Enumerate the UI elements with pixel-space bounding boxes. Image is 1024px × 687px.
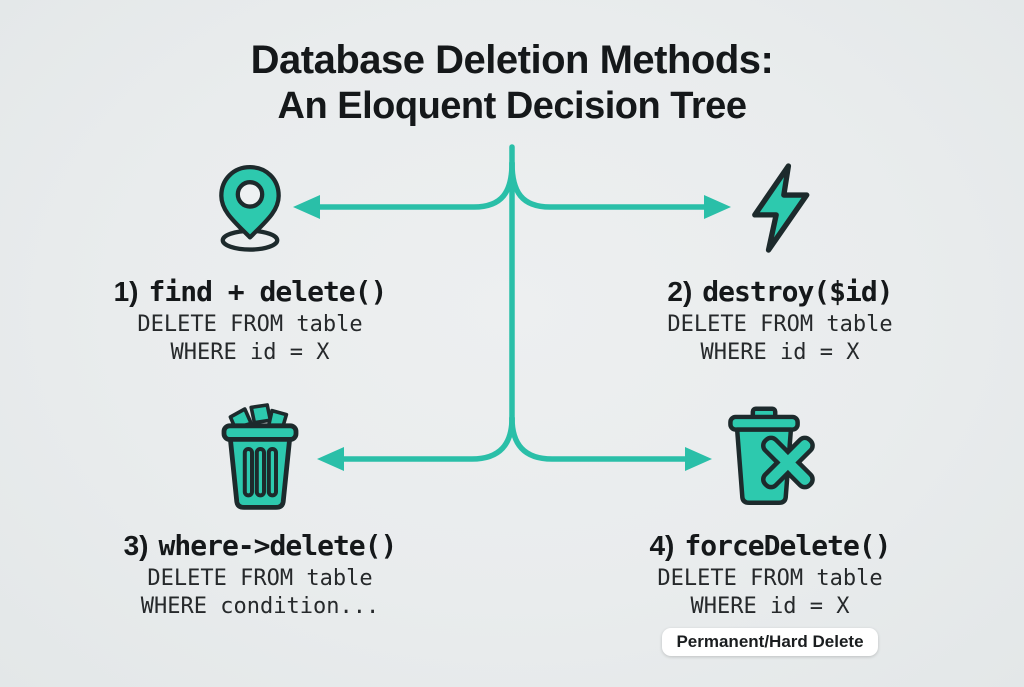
- method-2-sql-line2: WHERE id = X: [700, 340, 860, 366]
- full-trash-icon: [208, 396, 312, 523]
- method-4-sql-line2: WHERE id = X: [690, 594, 850, 620]
- arrowhead-top-right: [704, 195, 731, 219]
- method-where-delete: 3) where->delete() DELETE FROM table WHER…: [45, 396, 475, 622]
- lightning-bolt-icon: [738, 152, 822, 269]
- permanent-delete-badge: Permanent/Hard Delete: [662, 627, 878, 656]
- branch-top-right: [509, 160, 707, 210]
- method-2-heading: 2) destroy($id): [667, 273, 893, 311]
- method-4-name: forceDelete(): [684, 529, 891, 562]
- page-title: Database Deletion Methods: An Eloquent D…: [0, 36, 1024, 130]
- method-3-heading: 3) where->delete(): [123, 527, 398, 565]
- method-2-name: destroy($id): [702, 275, 893, 308]
- method-destroy: 2) destroy($id) DELETE FROM table WHERE i…: [565, 152, 995, 368]
- method-2-sql-line1: DELETE FROM table: [667, 311, 893, 337]
- method-force-delete: 4) forceDelete() DELETE FROM table WHERE …: [555, 398, 985, 656]
- method-3-number: 3): [123, 530, 149, 561]
- arrowhead-top-left: [293, 195, 320, 219]
- trash-x-icon: [714, 398, 826, 523]
- method-3-name: where->delete(): [158, 529, 398, 562]
- method-1-sql-line1: DELETE FROM table: [137, 311, 363, 337]
- method-1-sql-line2: WHERE id = X: [170, 340, 330, 366]
- method-2-number: 2): [667, 276, 693, 307]
- method-1-heading: 1) find + delete(): [113, 273, 388, 311]
- method-4-sql-line1: DELETE FROM table: [657, 565, 883, 591]
- method-4-heading: 4) forceDelete(): [649, 527, 891, 565]
- title-line-2: An Eloquent Decision Tree: [277, 85, 747, 127]
- method-3-sql-line2: WHERE condition...: [140, 594, 380, 620]
- method-1-name: find + delete(): [148, 275, 388, 308]
- arrowhead-bottom-right: [685, 447, 712, 471]
- map-pin-icon: [207, 152, 293, 269]
- title-line-1: Database Deletion Methods:: [250, 38, 774, 82]
- method-1-number: 1): [113, 276, 139, 307]
- arrowhead-bottom-left: [317, 447, 344, 471]
- method-find-delete: 1) find + delete() DELETE FROM table WHER…: [35, 152, 465, 368]
- branch-bottom-right: [509, 415, 688, 462]
- method-4-number: 4): [649, 530, 675, 561]
- method-3-sql-line1: DELETE FROM table: [147, 565, 373, 591]
